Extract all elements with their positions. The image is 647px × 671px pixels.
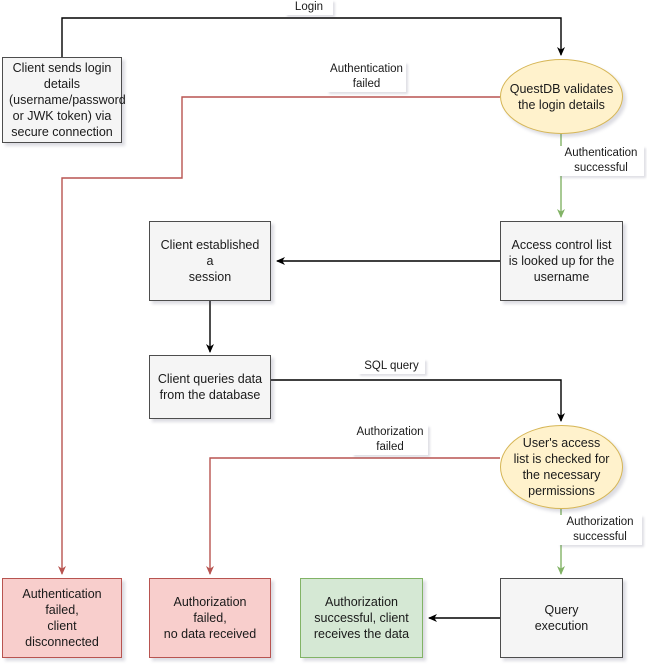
node-label: Authorization failed, no data received [163, 595, 257, 641]
node-access-control-list[interactable]: Access control list is looked up for the… [500, 221, 623, 301]
edge-label-sql-query: SQL query [358, 359, 425, 374]
node-label: Client queries data from the database [157, 372, 263, 402]
node-label: User's access list is checked for the ne… [513, 436, 610, 498]
edge-label-authorization-failed: Authorization failed [352, 425, 428, 455]
node-authorization-successful[interactable]: Authorization successful, client receive… [300, 578, 423, 658]
node-client-established-session[interactable]: Client established a session [149, 221, 271, 301]
edge-label-authentication-successful: Authentication successful [558, 146, 644, 176]
node-label: Client sends login details (username/pas… [9, 61, 126, 139]
node-label: Query execution [534, 603, 589, 633]
node-label: Authentication failed, client disconnect… [22, 587, 102, 649]
node-client-sends-login[interactable]: Client sends login details (username/pas… [2, 57, 126, 143]
edge-login [61, 17, 565, 57]
node-label: QuestDB validates the login details [509, 81, 614, 112]
node-label: Client established a session [160, 238, 260, 284]
node-query-execution[interactable]: Query execution [500, 578, 623, 658]
edge-label-authentication-failed: Authentication failed [327, 62, 406, 92]
edge-label-login: Login [285, 0, 333, 15]
node-questdb-validates[interactable]: QuestDB validates the login details [500, 59, 623, 134]
node-authentication-failed[interactable]: Authentication failed, client disconnect… [2, 578, 122, 658]
node-authorization-failed[interactable]: Authorization failed, no data received [149, 578, 271, 658]
node-user-access-list-checked[interactable]: User's access list is checked for the ne… [500, 425, 623, 509]
edge-authorization-failed [206, 457, 500, 575]
edge-authentication-failed [58, 96, 500, 575]
edge-label-authorization-successful: Authorization successful [558, 515, 642, 545]
node-label: Access control list is looked up for the… [508, 238, 615, 284]
node-client-queries-data[interactable]: Client queries data from the database [149, 355, 271, 419]
edge-sql-query [271, 379, 565, 422]
node-label: Authorization successful, client receive… [313, 595, 410, 641]
